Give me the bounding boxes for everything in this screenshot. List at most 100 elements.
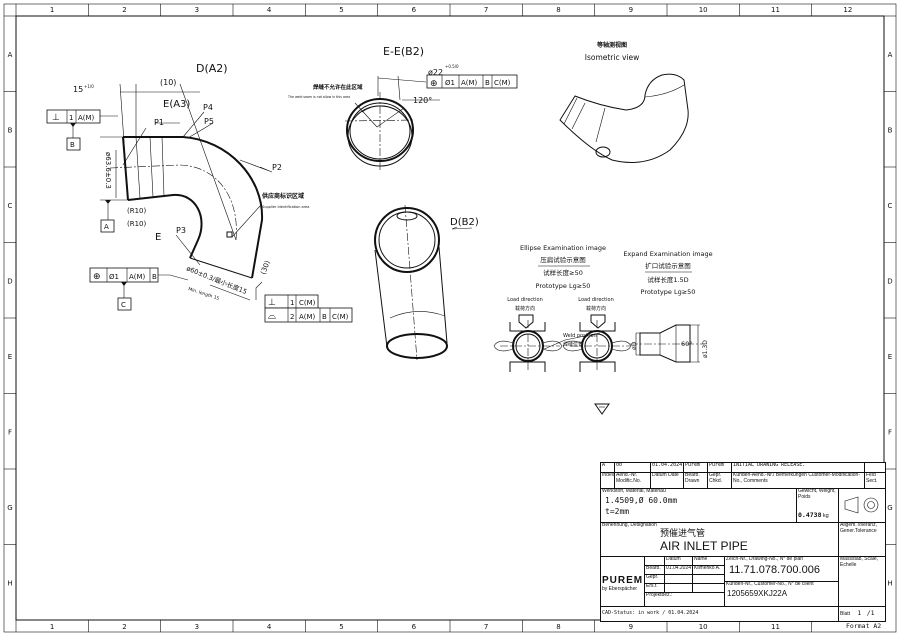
svg-text:B: B bbox=[152, 273, 157, 281]
bearb-name: Klimenko A. bbox=[693, 566, 725, 575]
hdr-index: Index bbox=[601, 473, 615, 489]
svg-text:试样长度≥50: 试样长度≥50 bbox=[543, 268, 583, 277]
view-title-d-a2: D(A2) bbox=[196, 62, 228, 75]
rev-date: 01.04.2024 bbox=[651, 463, 684, 473]
svg-text:A(M): A(M) bbox=[129, 273, 146, 281]
tolerance-label: Allgem.Toleranz, Gener.Tolerance bbox=[839, 523, 885, 557]
svg-text:压扁试验示意图: 压扁试验示意图 bbox=[540, 255, 586, 264]
svg-text:扩口试验示意图: 扩口试验示意图 bbox=[645, 261, 691, 270]
column-label: 8 bbox=[556, 623, 560, 631]
blank-cell bbox=[645, 557, 665, 566]
blank-cell bbox=[693, 584, 725, 593]
svg-text:⊕: ⊕ bbox=[430, 79, 438, 89]
svg-text:B: B bbox=[322, 313, 327, 321]
blank-cell bbox=[693, 575, 725, 584]
hdr-aend: Aend.-Nr. Modific.No. bbox=[615, 473, 651, 489]
projection-cell bbox=[839, 489, 885, 523]
row-label: A bbox=[8, 51, 13, 59]
fcf-perpendicularity: ⊥ 1 A(M) B bbox=[46, 109, 118, 151]
sheet-total: /1 bbox=[866, 609, 875, 617]
svg-text:Load direction: Load direction bbox=[507, 297, 543, 303]
svg-text:øD: øD bbox=[631, 341, 638, 350]
column-label: 1 bbox=[50, 623, 54, 631]
column-label: 2 bbox=[122, 623, 126, 631]
logo-subtitle: by Eberspächer bbox=[602, 586, 638, 592]
svg-text:ø22: ø22 bbox=[428, 68, 443, 77]
svg-text:Load direction: Load direction bbox=[578, 297, 614, 303]
row-label: H bbox=[887, 579, 892, 587]
fcf-bottom: ⊥ 1 C(M) ⌓ 2 A(M) B C(M) bbox=[255, 281, 353, 323]
section-e: E bbox=[155, 232, 161, 243]
customer-no-cell: Kunden-Nr., Customer-No., N° de client 1… bbox=[725, 582, 839, 607]
svg-text:载荷方向: 载荷方向 bbox=[586, 305, 606, 312]
row-label: C bbox=[8, 202, 13, 210]
svg-text:试样长度1.5D: 试样长度1.5D bbox=[647, 275, 688, 284]
svg-text:60°: 60° bbox=[681, 340, 693, 348]
svg-text:ø1.3D: ø1.3D bbox=[702, 340, 709, 358]
dim-10: (10) bbox=[160, 78, 176, 87]
title-block: A 00 01.04.2024 Purem Purem INITIAL DRAW… bbox=[600, 462, 886, 622]
svg-text:Expand Examination image: Expand Examination image bbox=[623, 250, 712, 258]
dim-15-tol: +1/0 bbox=[84, 84, 94, 89]
svg-text:Ø1: Ø1 bbox=[445, 79, 455, 87]
svg-text:120°: 120° bbox=[413, 96, 432, 105]
dim-r10-a: (R10) bbox=[127, 207, 147, 215]
svg-text:E-E(B2): E-E(B2) bbox=[383, 45, 424, 58]
designation-cn: 预催进气管 bbox=[660, 528, 706, 539]
hdr-datum: Datum Date bbox=[651, 473, 684, 489]
lbl-datum: Datum bbox=[665, 557, 693, 566]
drawing-no-label: Zeich-Nr., Drawing-No., N° de plan bbox=[726, 557, 804, 562]
rev-no: 00 bbox=[615, 463, 651, 473]
column-label: 6 bbox=[412, 623, 417, 631]
cad-status: CAD-Status: in work / 01.04.2024 bbox=[601, 607, 839, 621]
section-e-a3: E(A3) bbox=[163, 99, 190, 110]
label-p2: P2 bbox=[272, 163, 282, 172]
designation-en: AIR INLET PIPE bbox=[660, 538, 748, 553]
datum-c: C bbox=[121, 301, 126, 309]
expand-examination: Expand Examination image 扩口试验示意图 试样长度1.5… bbox=[623, 250, 713, 363]
hdr-comment: Kunden-Aend.-Nr./ Bemerkungen Customer-M… bbox=[732, 473, 865, 489]
svg-text:等轴测视图: 等轴测视图 bbox=[596, 41, 627, 49]
bearb-date: 01.04.2024 bbox=[665, 566, 693, 575]
hdr-feld: Feld Sect. bbox=[865, 473, 885, 489]
column-label: 5 bbox=[339, 6, 343, 14]
rev-comment: INITIAL DRAWING RELEASE. bbox=[732, 463, 865, 473]
column-label: 11 bbox=[771, 623, 780, 631]
rev-index: A bbox=[601, 463, 615, 473]
datum-b: B bbox=[70, 141, 75, 149]
rev-checked: Purem bbox=[708, 463, 732, 473]
row-label: G bbox=[887, 504, 892, 512]
customer-no-label: Kunden-Nr., Customer-No., N° de client bbox=[726, 582, 814, 587]
svg-text:C(M): C(M) bbox=[494, 79, 511, 87]
rev-drawn: Purem bbox=[684, 463, 708, 473]
row-label: H bbox=[7, 579, 12, 587]
svg-text:Weld position: Weld position bbox=[563, 333, 597, 339]
row-label: D bbox=[7, 277, 12, 285]
svg-text:+0.5/0: +0.5/0 bbox=[445, 64, 459, 69]
lbl-gepr: Gepr. bbox=[645, 575, 665, 584]
svg-text:1: 1 bbox=[290, 299, 294, 307]
blank-cell bbox=[665, 575, 693, 584]
logo-cell: PUREM by Eberspächer bbox=[601, 557, 645, 607]
svg-text:D(B2): D(B2) bbox=[450, 217, 479, 228]
column-label: 12 bbox=[843, 6, 852, 14]
ellipse-examination: Ellipse Examination image 压扁试验示意图 试样长度≥5… bbox=[493, 244, 632, 372]
scale-label: Massstab, Scale, Echelle bbox=[839, 557, 885, 607]
dim-15: 15 bbox=[73, 85, 83, 94]
customer-number: 1205659XKJ22A bbox=[727, 588, 788, 598]
svg-text:2: 2 bbox=[290, 313, 294, 321]
lbl-name: Name bbox=[693, 557, 725, 566]
column-label: 7 bbox=[484, 623, 488, 631]
lbl-bearb: Bearb. bbox=[645, 566, 665, 575]
column-label: 9 bbox=[629, 623, 633, 631]
lbl-proj: Projektbez.: bbox=[645, 593, 725, 607]
designation-label: Benennung, Designation bbox=[602, 523, 657, 528]
svg-text:B: B bbox=[485, 79, 490, 87]
svg-text:Ø1: Ø1 bbox=[109, 273, 119, 281]
format-label: Format A2 bbox=[846, 622, 881, 630]
label-p4: P4 bbox=[203, 103, 213, 112]
svg-text:The weld seam is not allow in: The weld seam is not allow in this area bbox=[287, 95, 350, 99]
material-label: Werkstoff, Material, Materiau bbox=[602, 489, 666, 494]
